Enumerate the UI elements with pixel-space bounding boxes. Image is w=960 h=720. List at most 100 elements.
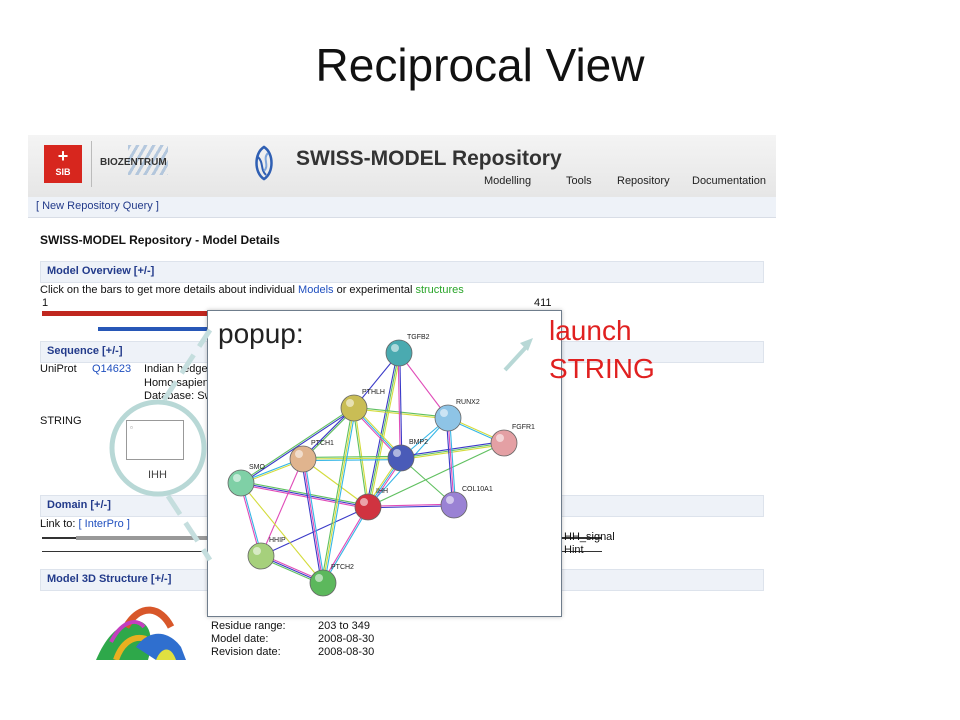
network-edge: [322, 407, 355, 584]
network-edge: [240, 484, 368, 510]
callout-line-bottom: [165, 494, 213, 562]
domain-hint: Hint: [564, 544, 584, 556]
network-edge: [399, 352, 403, 458]
magnifier-circle: [109, 399, 207, 497]
network-edge: [397, 353, 401, 459]
sequence-title: Sequence [+/-]: [47, 345, 123, 357]
revision-date-value: 2008-08-30: [318, 646, 375, 658]
network-node-label: PTHLH: [362, 389, 385, 396]
network-edge: [241, 408, 355, 485]
network-edge: [398, 352, 449, 419]
scale-end: 411: [534, 297, 552, 309]
string-thumb-caption: IHH: [148, 469, 167, 481]
biozentrum-logo[interactable]: BIOZENTRUM: [100, 157, 167, 168]
uniprot-desc-3: Database: Sw: [144, 390, 213, 402]
network-edge: [449, 417, 457, 505]
network-edge: [303, 459, 402, 462]
network-edge: [367, 503, 454, 507]
nav-modelling[interactable]: Modelling: [484, 175, 532, 187]
network-node-label: PTCH2: [331, 564, 354, 571]
nav-tools[interactable]: Tools: [566, 175, 592, 187]
link-to-text: Link to:: [40, 518, 79, 530]
network-node-label: FGFR1: [512, 424, 535, 431]
network-node-col10a1[interactable]: COL10A1: [440, 486, 493, 519]
network-edge: [300, 459, 322, 584]
network-node-ihh[interactable]: IHH: [354, 488, 388, 521]
popup-label: popup:: [218, 318, 304, 349]
scale-start: 1: [42, 297, 49, 309]
network-node-pthlh[interactable]: PTHLH: [340, 389, 385, 422]
network-node-label: COL10A1: [462, 486, 493, 493]
model-overview-section[interactable]: Model Overview [+/-]: [40, 261, 764, 283]
string-thumbnail[interactable]: ▫: [126, 420, 184, 460]
network-node-label: HHIP: [269, 537, 286, 544]
launch-arrow: [503, 343, 530, 372]
model-3d-title: Model 3D Structure [+/-]: [47, 573, 172, 585]
network-edge: [240, 482, 324, 584]
sib-logo-text: SIB: [55, 167, 71, 177]
network-node-label: RUNX2: [456, 399, 480, 406]
network-node-highlight: [315, 574, 323, 582]
network-node-bmp2[interactable]: BMP2: [387, 439, 428, 472]
network-node-ptch2[interactable]: PTCH2: [309, 564, 354, 597]
swiss-model-logo-icon[interactable]: [250, 145, 278, 181]
sib-logo[interactable]: + SIB: [44, 145, 82, 183]
network-node-highlight: [440, 409, 448, 417]
new-repository-query-link[interactable]: [ New Repository Query ]: [36, 200, 159, 212]
biozentrum-stripes-icon: [128, 145, 168, 175]
image-placeholder-icon: ▫: [130, 423, 133, 432]
models-link[interactable]: Models: [298, 284, 334, 296]
network-edge: [260, 458, 304, 557]
network-node-tgfb2[interactable]: TGFB2: [385, 334, 430, 367]
overview-instructions: Click on the bars to get more details ab…: [40, 284, 464, 296]
network-node-hhip[interactable]: HHIP: [247, 537, 286, 570]
network-node-label: TGFB2: [407, 334, 430, 341]
network-node-ptch1[interactable]: PTCH1: [289, 440, 334, 473]
protein-structure-image[interactable]: [86, 597, 196, 660]
network-node-highlight: [391, 344, 399, 352]
nav-documentation[interactable]: Documentation: [692, 175, 766, 187]
interpro-link[interactable]: [ InterPro ]: [78, 518, 130, 530]
structures-link[interactable]: structures: [415, 284, 464, 296]
network-edge: [365, 352, 398, 507]
network-edge: [445, 418, 453, 506]
network-node-label: IHH: [376, 488, 388, 495]
network-node-runx2[interactable]: RUNX2: [434, 399, 480, 432]
overview-text-2: or experimental: [333, 284, 416, 296]
subnav: [ New Repository Query ]: [28, 197, 776, 218]
uniprot-label: UniProt: [40, 363, 77, 375]
sib-cross-icon: +: [57, 146, 69, 166]
network-edge: [324, 408, 357, 584]
network-node-label: PTCH1: [311, 440, 334, 447]
network-node-label: SMO: [249, 464, 266, 471]
domain-hh-signal: HH_signal: [564, 531, 615, 543]
revision-date-label: Revision date:: [211, 646, 281, 658]
nav-repository[interactable]: Repository: [617, 175, 670, 187]
network-edge: [321, 506, 368, 583]
app-title: SWISS-MODEL Repository: [296, 147, 562, 170]
network-edge: [354, 407, 370, 507]
network-edge: [240, 406, 354, 483]
network-edge: [302, 458, 369, 508]
model-bar[interactable]: [98, 327, 218, 331]
model-date-value: 2008-08-30: [318, 633, 375, 645]
network-node-label: BMP2: [409, 439, 428, 446]
overview-text-1: Click on the bars to get more details ab…: [40, 284, 299, 296]
network-edge: [368, 505, 455, 509]
page-heading: SWISS-MODEL Repository - Model Details: [40, 233, 280, 247]
network-edge: [302, 455, 401, 458]
network-edge: [323, 507, 370, 584]
model-overview-title: Model Overview [+/-]: [47, 265, 155, 277]
network-edge: [352, 408, 368, 508]
network-node-smo[interactable]: SMO: [227, 464, 266, 497]
uniprot-id-link[interactable]: Q14623: [92, 363, 132, 375]
network-edge: [241, 480, 369, 506]
network-edge: [369, 353, 402, 508]
network-edge: [401, 444, 505, 461]
slide-title: Reciprocal View: [315, 39, 645, 91]
network-node-fgfr1[interactable]: FGFR1: [490, 424, 535, 457]
domain-segment[interactable]: [76, 536, 216, 540]
